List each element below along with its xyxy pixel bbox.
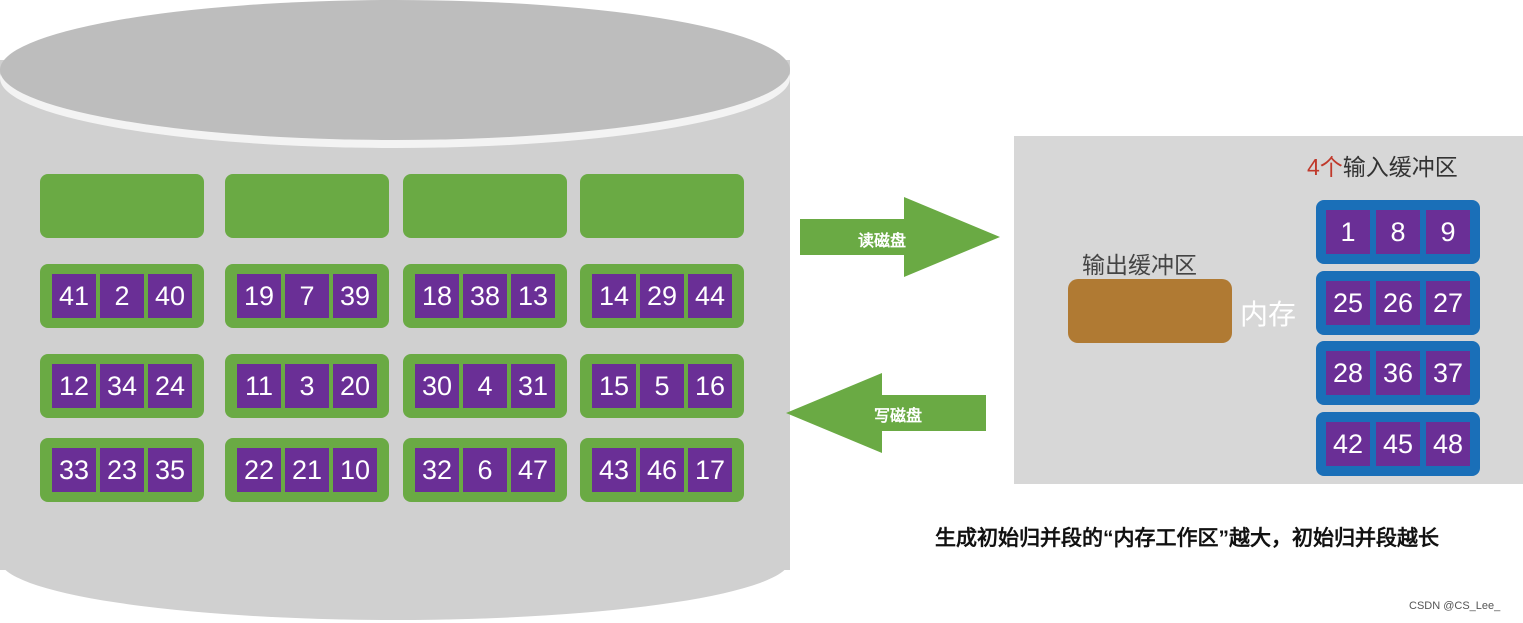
record-cell: 21	[285, 448, 329, 492]
record-cell: 35	[148, 448, 192, 492]
record-cell: 12	[52, 364, 96, 408]
record-cell: 11	[237, 364, 281, 408]
read-disk-arrow	[800, 197, 1000, 277]
record-cell: 40	[148, 274, 192, 318]
record-cell: 29	[640, 274, 684, 318]
record-cell: 17	[688, 448, 732, 492]
record-cell: 14	[592, 274, 636, 318]
record-cell: 1	[1326, 210, 1370, 254]
disk-empty-block	[225, 174, 389, 238]
record-cell: 9	[1426, 210, 1470, 254]
record-cell: 45	[1376, 422, 1420, 466]
record-cell: 6	[463, 448, 507, 492]
caption: 生成初始归并段的“内存工作区”越大，初始归并段越长	[935, 527, 1439, 550]
output-buffer-label: 输出缓冲区	[1082, 252, 1197, 278]
record-cell: 44	[688, 274, 732, 318]
record-cell: 25	[1326, 281, 1370, 325]
record-cell: 24	[148, 364, 192, 408]
record-cell: 27	[1426, 281, 1470, 325]
record-cell: 31	[511, 364, 555, 408]
record-cell: 32	[415, 448, 459, 492]
record-cell: 28	[1326, 351, 1370, 395]
record-cell: 43	[592, 448, 636, 492]
record-cell: 10	[333, 448, 377, 492]
record-cell: 22	[237, 448, 281, 492]
record-cell: 33	[52, 448, 96, 492]
write-disk-arrow	[786, 373, 986, 453]
record-cell: 18	[415, 274, 459, 318]
record-cell: 20	[333, 364, 377, 408]
disk-cylinder-top	[0, 0, 790, 140]
record-cell: 15	[592, 364, 636, 408]
record-cell: 2	[100, 274, 144, 318]
input-buffer-title: 4个输入缓冲区	[1307, 148, 1458, 182]
record-cell: 7	[285, 274, 329, 318]
record-cell: 13	[511, 274, 555, 318]
input-buffer-count: 4个	[1307, 154, 1343, 180]
record-cell: 38	[463, 274, 507, 318]
record-cell: 37	[1426, 351, 1470, 395]
record-cell: 16	[688, 364, 732, 408]
record-cell: 4	[463, 364, 507, 408]
disk-empty-block	[580, 174, 744, 238]
record-cell: 41	[52, 274, 96, 318]
output-buffer	[1068, 279, 1232, 343]
credit: CSDN @CS_Lee_	[1409, 600, 1501, 612]
input-buffer-title-text: 输入缓冲区	[1342, 154, 1458, 180]
record-cell: 5	[640, 364, 684, 408]
record-cell: 39	[333, 274, 377, 318]
disk-empty-block	[403, 174, 567, 238]
record-cell: 46	[640, 448, 684, 492]
record-cell: 42	[1326, 422, 1370, 466]
write-disk-label: 写磁盘	[874, 408, 923, 425]
record-cell: 26	[1376, 281, 1420, 325]
record-cell: 30	[415, 364, 459, 408]
record-cell: 34	[100, 364, 144, 408]
record-cell: 48	[1426, 422, 1470, 466]
record-cell: 47	[511, 448, 555, 492]
read-disk-label: 读磁盘	[858, 233, 907, 250]
record-cell: 36	[1376, 351, 1420, 395]
record-cell: 19	[237, 274, 281, 318]
record-cell: 3	[285, 364, 329, 408]
record-cell: 8	[1376, 210, 1420, 254]
record-cell: 23	[100, 448, 144, 492]
disk-empty-block	[40, 174, 204, 238]
memory-label: 内存	[1240, 299, 1297, 330]
